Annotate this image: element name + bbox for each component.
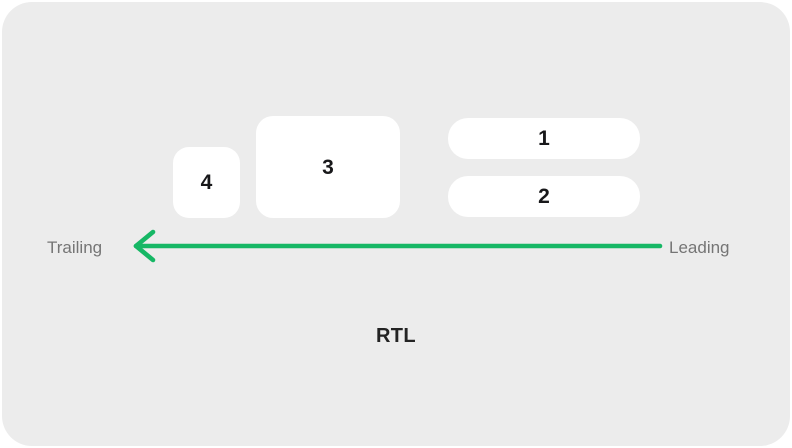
direction-mode-caption: RTL — [375, 325, 417, 347]
axis-trailing-label: Trailing — [47, 238, 103, 257]
flex-item-3: 3 — [256, 116, 400, 218]
axis-leading-label: Leading — [669, 238, 730, 257]
flex-item-3-label: 3 — [322, 155, 334, 179]
flex-item-4: 4 — [173, 147, 240, 218]
flex-item-1: 1 — [448, 118, 640, 159]
flex-item-1-label: 1 — [538, 127, 550, 150]
arrow-head — [133, 229, 156, 263]
flex-item-2: 2 — [448, 176, 640, 217]
flex-item-4-label: 4 — [200, 171, 213, 194]
direction-arrow-icon — [133, 229, 663, 263]
flex-item-2-label: 2 — [538, 185, 550, 208]
